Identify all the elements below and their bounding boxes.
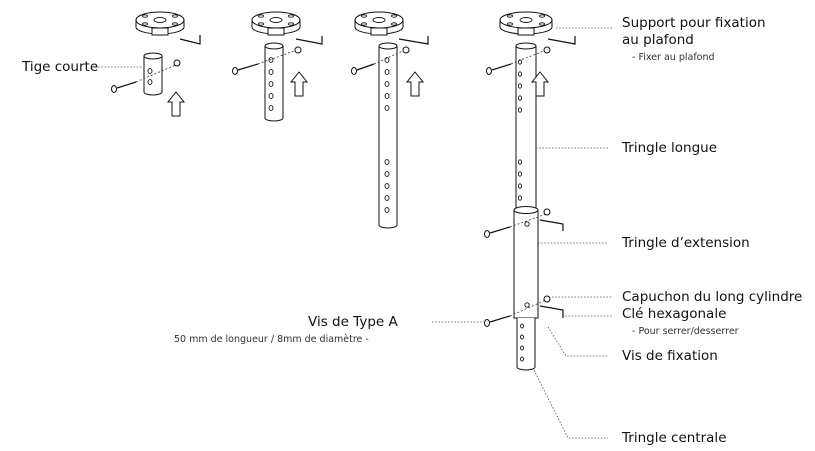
up-arrow-icon xyxy=(530,71,550,97)
assembly-medium-rod xyxy=(232,11,323,122)
cap-nut xyxy=(543,295,551,303)
short-rod xyxy=(143,52,163,96)
ceiling-plate xyxy=(499,11,553,36)
cap-nut xyxy=(173,59,181,67)
cap-nut xyxy=(294,46,302,54)
cap-nut xyxy=(543,46,551,54)
label-tige-courte: Tige courte xyxy=(21,59,98,75)
hex-key xyxy=(398,36,429,45)
label-vis-type-a: Vis de Type A xyxy=(308,314,398,330)
screw xyxy=(351,49,406,75)
long-rod xyxy=(378,42,398,229)
hex-key xyxy=(547,36,576,45)
medium-rod xyxy=(264,42,284,122)
cap-nut xyxy=(402,46,410,54)
up-arrow-icon xyxy=(405,71,425,97)
labels: Tige courte Support pour fixation au pla… xyxy=(21,15,802,446)
label-cle-sub: - Pour serrer/desserrer xyxy=(632,326,739,337)
label-tringle-centrale: Tringle centrale xyxy=(621,430,727,446)
assembly-full xyxy=(484,11,576,371)
assembly-long-rod xyxy=(351,11,429,229)
long-rod xyxy=(515,42,537,213)
center-rod xyxy=(516,318,536,371)
label-tringle-extension: Tringle d’extension xyxy=(621,235,750,251)
up-arrow-icon xyxy=(289,71,309,97)
label-support: Support pour fixation xyxy=(622,15,766,31)
hex-key xyxy=(539,219,564,231)
label-vis-fixation: Vis de fixation xyxy=(622,348,718,364)
hex-key xyxy=(295,36,323,45)
hex-key xyxy=(179,35,201,45)
hex-key xyxy=(539,305,564,318)
cap-nut xyxy=(543,208,551,216)
ceiling-plate xyxy=(251,11,301,36)
screw xyxy=(111,63,179,93)
label-support-line2: au plafond xyxy=(622,32,694,48)
screw xyxy=(484,213,547,238)
screw xyxy=(486,49,547,75)
extension-sleeve xyxy=(513,206,539,319)
label-cle: Clé hexagonale xyxy=(622,306,726,322)
label-tringle-longue: Tringle longue xyxy=(621,140,717,156)
screw xyxy=(484,299,547,327)
ceiling-plate xyxy=(135,11,185,36)
ceiling-plate xyxy=(354,11,404,36)
screw xyxy=(232,49,298,75)
label-vis-type-a-sub: 50 mm de longueur / 8mm de diamètre - xyxy=(174,334,369,345)
label-capuchon: Capuchon du long cylindre xyxy=(622,289,802,305)
up-arrow-icon xyxy=(166,91,186,117)
assembly-short-rod xyxy=(111,11,201,117)
label-support-sub: - Fixer au plafond xyxy=(632,52,715,63)
leader-lines xyxy=(95,27,612,439)
